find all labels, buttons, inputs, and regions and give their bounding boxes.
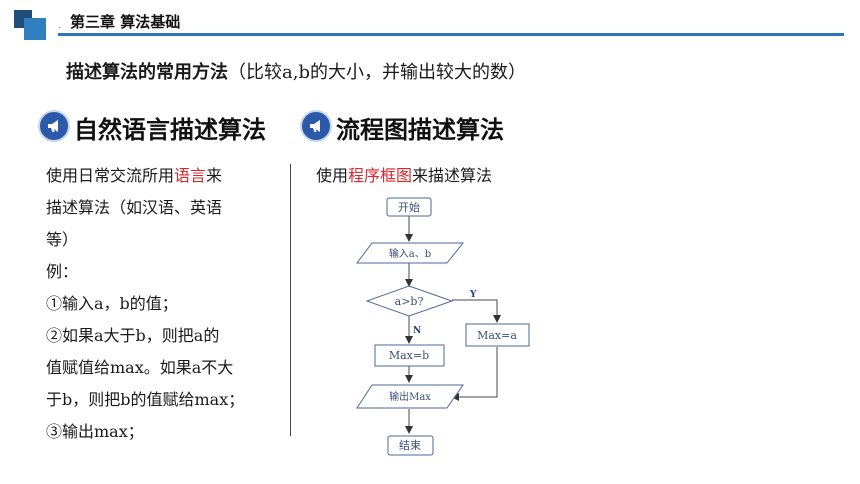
fc-intro-pre: 使用: [316, 166, 349, 185]
header-rule: [58, 33, 844, 36]
start-box: [386, 197, 432, 217]
section-title-flowchart: 流程图描述算法: [336, 116, 504, 144]
output-parallelogram: [356, 384, 464, 409]
nl-step-2b: 值赋值给max。如果a不大: [46, 358, 234, 377]
logo-square-light: [24, 18, 46, 40]
nl-step-1: ①输入a，b的值；: [46, 294, 178, 313]
no-label: N: [413, 326, 421, 336]
nl-line-2: 描述算法（如汉语、英语: [46, 198, 223, 217]
max-b-box: [374, 344, 445, 367]
nl-step-2a: ②如果a大于b，则把a的: [46, 326, 220, 345]
megaphone-icon: [300, 110, 332, 142]
nl-line-1-pre: 使用日常交流所用: [46, 166, 175, 185]
megaphone-icon: [38, 110, 70, 142]
input-label: 输入a、b: [389, 247, 431, 260]
decision-diamond: [365, 285, 454, 317]
max-a-label: Max=a: [477, 329, 517, 342]
end-box: [387, 435, 434, 456]
yes-label: Y: [469, 290, 477, 300]
nl-step-3: ③输出max；: [46, 422, 144, 441]
subtitle-bold: 描述算法的常用方法: [66, 62, 228, 83]
input-parallelogram: [356, 242, 465, 264]
chapter-title: 第三章 算法基础: [70, 13, 181, 31]
flowchart-intro: 使用程序框图来描述算法: [316, 162, 492, 186]
slide-subtitle: 描述算法的常用方法（比较a,b的大小，并输出较大的数）: [66, 58, 526, 84]
section-title-natural: 自然语言描述算法: [74, 116, 266, 144]
end-label: 结束: [399, 439, 421, 452]
arrow-yes-branch: [452, 299, 501, 323]
natural-language-text: 使用日常交流所用语言来 描述算法（如汉语、英语 等） 例： ①输入a，b的值； …: [46, 160, 266, 448]
arrow-maxa-output: [451, 347, 498, 401]
decision-label: a>b?: [395, 295, 424, 308]
column-divider: [290, 164, 291, 436]
nl-line-3: 等）: [46, 230, 79, 249]
max-a-box: [465, 323, 530, 347]
start-label: 开始: [398, 200, 420, 214]
nl-line-1: 使用日常交流所用语言来: [46, 160, 266, 192]
header-dot: .: [58, 21, 61, 30]
fc-intro-post: 来描述算法: [412, 166, 493, 185]
max-b-label: Max=b: [389, 349, 429, 362]
nl-step-2c: 于b，则把b的值赋给max；: [46, 390, 245, 409]
output-label: 输出Max: [389, 390, 431, 403]
subtitle-rest: （比较a,b的大小，并输出较大的数）: [228, 62, 526, 83]
nl-line-1-post: 来: [206, 166, 223, 185]
nl-highlight: 语言: [174, 166, 207, 185]
nl-example-label: 例：: [46, 262, 79, 281]
fc-intro-highlight: 程序框图: [348, 166, 413, 185]
